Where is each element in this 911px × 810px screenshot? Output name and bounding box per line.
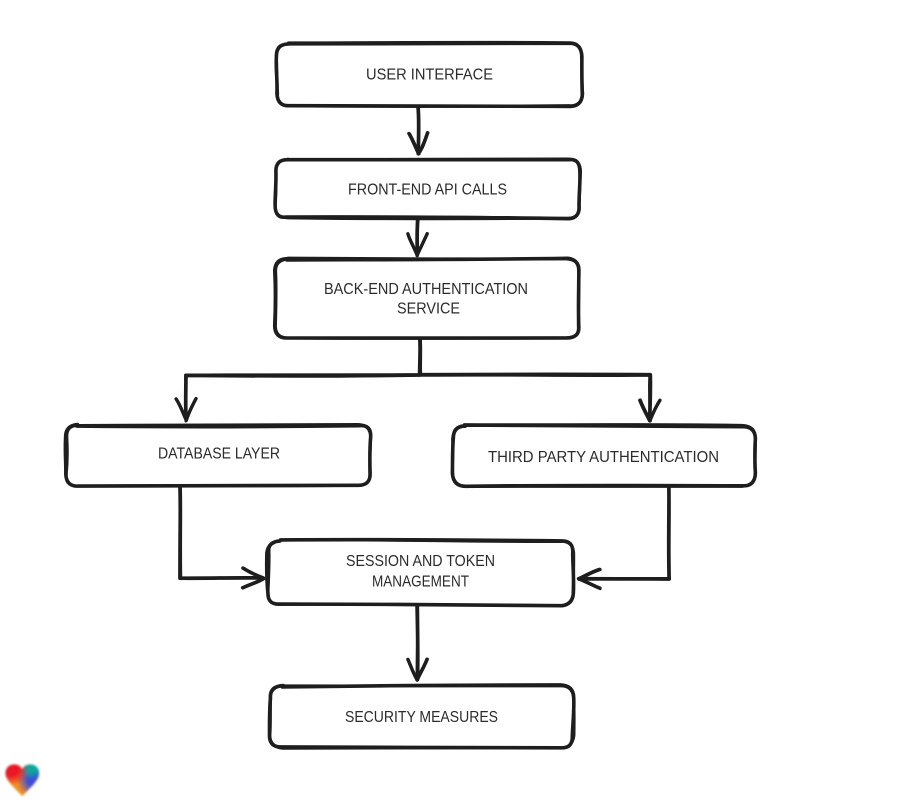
svg-text:SECURITY MEASURES: SECURITY MEASURES — [345, 709, 498, 726]
svg-text:USER INTERFACE: USER INTERFACE — [366, 67, 493, 84]
svg-text:DATABASE LAYER: DATABASE LAYER — [158, 446, 280, 463]
svg-text:SESSION AND TOKEN: SESSION AND TOKEN — [346, 553, 495, 570]
svg-text:BACK-END AUTHENTICATION: BACK-END AUTHENTICATION — [324, 281, 528, 298]
svg-text:MANAGEMENT: MANAGEMENT — [372, 574, 469, 591]
svg-text:SERVICE: SERVICE — [397, 301, 460, 318]
svg-text:THIRD PARTY AUTHENTICATION: THIRD PARTY AUTHENTICATION — [488, 449, 719, 466]
svg-text:FRONT-END API CALLS: FRONT-END API CALLS — [348, 182, 507, 199]
